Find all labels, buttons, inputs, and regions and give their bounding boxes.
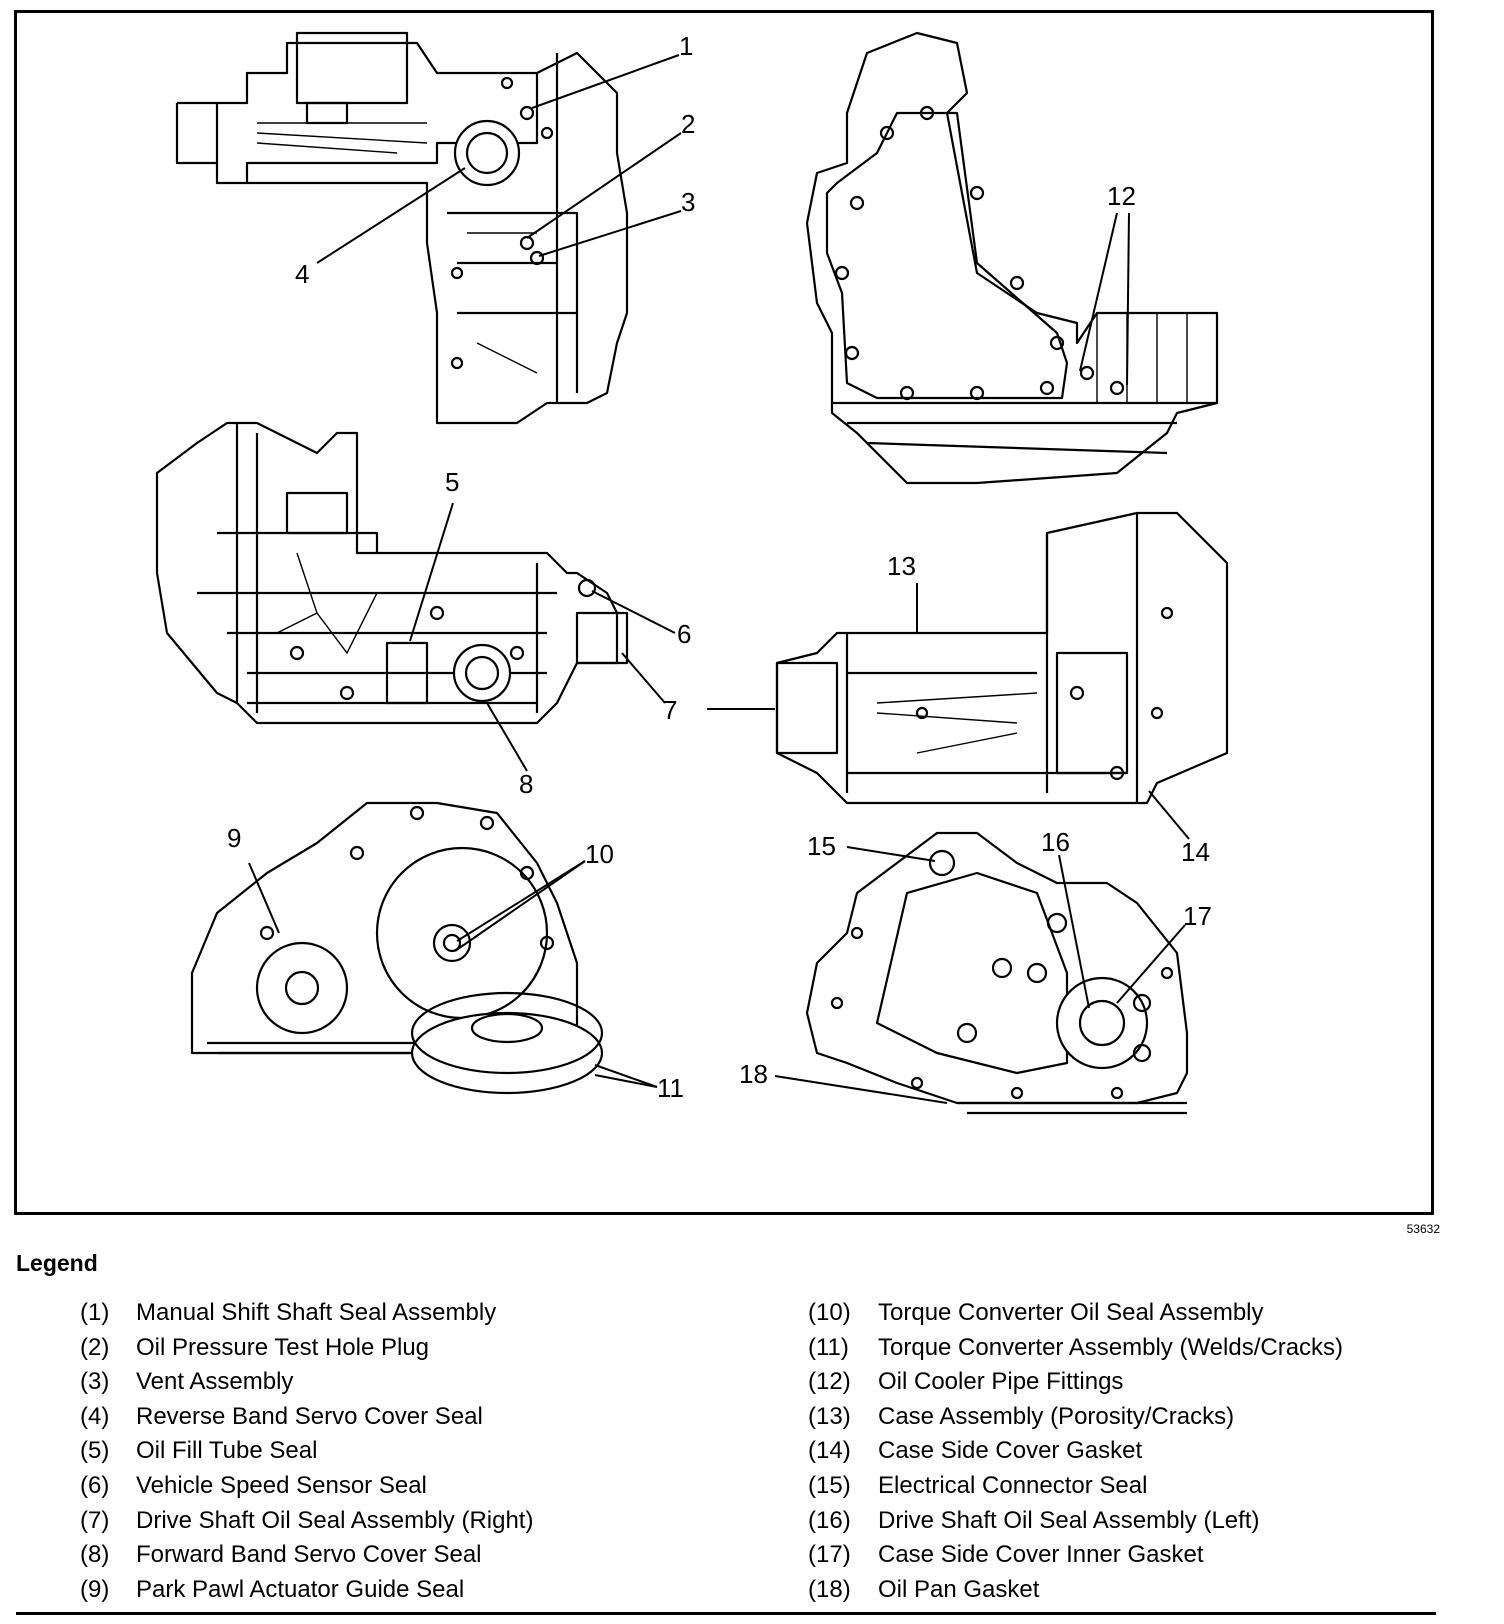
legend-number: (13) xyxy=(808,1402,851,1430)
legend-item: (10) Torque Converter Oil Seal Assembly xyxy=(808,1296,1343,1331)
legend-item: (3) Vent Assembly xyxy=(80,1365,533,1400)
callout-labels: 1 2 3 4 5 6 7 8 9 10 11 12 13 14 15 16 1… xyxy=(227,31,1212,1103)
legend-number: (6) xyxy=(80,1471,110,1499)
callout-15: 15 xyxy=(807,831,836,861)
callout-8: 8 xyxy=(519,769,533,799)
bottom-divider xyxy=(16,1612,1436,1615)
legend-number: (7) xyxy=(80,1506,110,1534)
legend-text: Case Assembly (Porosity/Cracks) xyxy=(878,1402,1235,1430)
legend-number: (16) xyxy=(808,1506,851,1534)
legend-number: (11) xyxy=(808,1333,849,1361)
figure-frame: 1 2 3 4 5 6 7 8 9 10 11 12 13 14 15 16 1… xyxy=(14,10,1434,1215)
legend-text: Forward Band Servo Cover Seal xyxy=(136,1541,482,1569)
figure-id: 53632 xyxy=(1406,1222,1440,1236)
callout-10: 10 xyxy=(585,839,614,869)
legend-text: Oil Cooler Pipe Fittings xyxy=(878,1368,1124,1396)
callout-5: 5 xyxy=(445,467,459,497)
legend-text: Electrical Connector Seal xyxy=(878,1471,1148,1499)
legend-item: (16) Drive Shaft Oil Seal Assembly (Left) xyxy=(808,1504,1343,1539)
legend-text: Vent Assembly xyxy=(136,1368,294,1396)
legend-number: (1) xyxy=(80,1299,110,1326)
legend-number: (3) xyxy=(80,1368,110,1396)
callout-12: 12 xyxy=(1107,181,1136,211)
legend-item: (15) Electrical Connector Seal xyxy=(808,1469,1343,1504)
view-middle-right xyxy=(775,511,1229,805)
legend-text: Oil Fill Tube Seal xyxy=(136,1437,318,1465)
legend-number: (2) xyxy=(80,1333,110,1361)
callout-9: 9 xyxy=(227,823,241,853)
legend-title: Legend xyxy=(16,1250,98,1276)
callout-2: 2 xyxy=(681,109,695,139)
legend-number: (8) xyxy=(80,1541,110,1569)
legend-item: (2) Oil Pressure Test Hole Plug xyxy=(80,1331,533,1366)
legend-number: (9) xyxy=(80,1575,110,1603)
legend-item: (6) Vehicle Speed Sensor Seal xyxy=(80,1469,533,1504)
leader-lines xyxy=(248,54,1190,1104)
legend-number: (12) xyxy=(808,1368,851,1396)
legend-number: (4) xyxy=(80,1402,110,1430)
legend-item: (17) Case Side Cover Inner Gasket xyxy=(808,1538,1343,1573)
legend-item: (4) Reverse Band Servo Cover Seal xyxy=(80,1400,533,1435)
legend-text: Park Pawl Actuator Guide Seal xyxy=(136,1575,465,1603)
legend-text: Manual Shift Shaft Seal Assembly xyxy=(136,1299,497,1326)
legend-item: (8) Forward Band Servo Cover Seal xyxy=(80,1538,533,1573)
view-middle-left xyxy=(155,421,629,725)
legend-right-column: (10) Torque Converter Oil Seal Assembly (… xyxy=(808,1296,1343,1607)
legend-item: (1) Manual Shift Shaft Seal Assembly xyxy=(80,1296,533,1331)
view-top-left xyxy=(175,31,629,425)
legend-item: (7) Drive Shaft Oil Seal Assembly (Right) xyxy=(80,1504,533,1539)
legend-number: (18) xyxy=(808,1575,851,1603)
legend-item: (9) Park Pawl Actuator Guide Seal xyxy=(80,1573,533,1608)
legend-item: (11) Torque Converter Assembly (Welds/Cra… xyxy=(808,1331,1343,1366)
transmission-leak-diagram: 1 2 3 4 5 6 7 8 9 10 11 12 13 14 15 16 1… xyxy=(155,31,1229,1115)
callout-11: 11 xyxy=(657,1073,684,1103)
legend-item: (12) Oil Cooler Pipe Fittings xyxy=(808,1365,1343,1400)
legend-text: Case Side Cover Inner Gasket xyxy=(878,1541,1204,1569)
legend-text: Drive Shaft Oil Seal Assembly (Right) xyxy=(136,1506,534,1534)
legend-number: (5) xyxy=(80,1437,110,1465)
legend-number: (15) xyxy=(808,1471,851,1499)
legend-item: (13) Case Assembly (Porosity/Cracks) xyxy=(808,1400,1343,1435)
callout-4: 4 xyxy=(295,259,309,289)
legend-text: Torque Converter Oil Seal Assembly xyxy=(878,1299,1264,1326)
view-bottom-left xyxy=(190,801,604,1095)
callout-7: 7 xyxy=(663,695,677,725)
callout-18: 18 xyxy=(739,1059,768,1089)
legend-text: Drive Shaft Oil Seal Assembly (Left) xyxy=(878,1506,1260,1534)
legend-text: Case Side Cover Gasket xyxy=(878,1437,1143,1465)
legend-text: Reverse Band Servo Cover Seal xyxy=(136,1402,483,1430)
legend-text: Torque Converter Assembly (Welds/Cracks) xyxy=(878,1333,1344,1361)
callout-14: 14 xyxy=(1181,837,1210,867)
legend-item: (5) Oil Fill Tube Seal xyxy=(80,1434,533,1469)
legend-number: (10) xyxy=(808,1299,851,1326)
callout-13: 13 xyxy=(887,551,916,581)
callout-3: 3 xyxy=(681,187,695,217)
callout-17: 17 xyxy=(1183,901,1212,931)
legend-item: (14) Case Side Cover Gasket xyxy=(808,1434,1343,1469)
view-top-right xyxy=(805,31,1219,485)
callout-16: 16 xyxy=(1041,827,1070,857)
legend-number: (17) xyxy=(808,1541,851,1569)
callout-1: 1 xyxy=(679,31,693,61)
legend-left-column: (1) Manual Shift Shaft Seal Assembly (2) O… xyxy=(80,1296,533,1607)
legend-text: Oil Pressure Test Hole Plug xyxy=(136,1333,430,1361)
legend-number: (14) xyxy=(808,1437,851,1465)
callout-6: 6 xyxy=(677,619,691,649)
legend-item: (18) Oil Pan Gasket xyxy=(808,1573,1343,1608)
legend-text: Vehicle Speed Sensor Seal xyxy=(136,1471,427,1499)
view-bottom-right xyxy=(805,831,1189,1115)
legend-text: Oil Pan Gasket xyxy=(878,1575,1040,1603)
